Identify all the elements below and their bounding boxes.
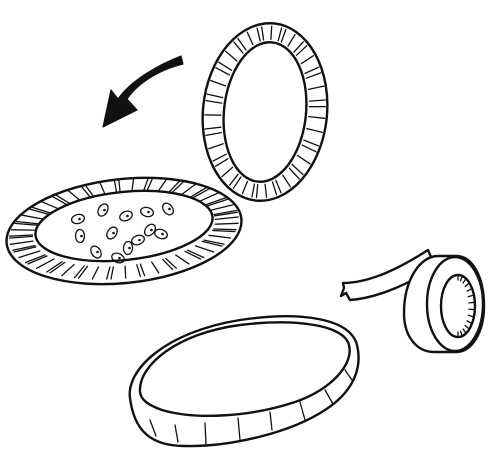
curved-arrow-icon: [103, 56, 183, 127]
ring-crease: [283, 175, 291, 187]
ring-crease: [257, 28, 260, 41]
plate-ridge: [42, 202, 59, 209]
ring-crease: [305, 67, 319, 73]
plate-ridge: [209, 235, 230, 238]
plate-ridge: [22, 215, 43, 219]
bean-spot: [126, 215, 129, 218]
ring-crease: [206, 133, 221, 136]
ring-crease: [252, 184, 254, 197]
ring-crease: [309, 100, 325, 101]
paper-ring: [194, 17, 336, 207]
bean-spot: [96, 251, 99, 254]
bean: [71, 213, 86, 225]
plate-ridge: [19, 251, 40, 258]
bean-spot: [112, 232, 115, 235]
plate-ridge: [181, 184, 195, 195]
ring-crease: [304, 140, 319, 146]
plate-ridge: [119, 180, 120, 192]
plate-ridge: [200, 193, 219, 201]
bean: [123, 241, 133, 254]
plate-ridge: [107, 267, 110, 279]
ring-crease: [207, 94, 223, 98]
plate-ridge: [69, 191, 80, 201]
plate-ridge: [214, 229, 236, 230]
ring-crease: [222, 167, 233, 176]
ring-crease: [278, 28, 281, 41]
covered-drum: [130, 316, 359, 446]
ring-crease: [205, 127, 221, 129]
ring-crease: [298, 155, 311, 164]
bean: [75, 229, 84, 242]
core-ridge: [469, 302, 475, 303]
plate-ridge: [125, 266, 126, 278]
ring-crease: [302, 145, 316, 152]
ring-crease: [276, 180, 281, 193]
ring-crease: [309, 117, 325, 119]
ring-crease: [216, 159, 229, 167]
plate-ridge: [132, 179, 134, 191]
ring-crease: [301, 56, 313, 64]
plate-ridge: [86, 186, 94, 197]
ring-crease: [213, 154, 226, 161]
ring-crease: [209, 144, 224, 149]
bean-spot: [138, 239, 141, 242]
masking-tape-roll: [341, 250, 484, 352]
plate-ridge: [115, 181, 117, 193]
bean: [130, 234, 145, 247]
bean: [110, 251, 126, 265]
ring-crease: [273, 182, 277, 195]
ring-crease: [211, 81, 226, 86]
bean: [118, 209, 133, 222]
ring-crease: [242, 182, 247, 194]
plate-ridge: [140, 264, 144, 276]
bean: [105, 225, 120, 241]
ring-crease: [216, 68, 230, 75]
ring-crease: [306, 73, 320, 78]
plate-ridge: [100, 183, 105, 194]
bean-spot: [150, 229, 153, 232]
ring-crease: [219, 62, 232, 70]
plate-ridge: [82, 187, 91, 198]
plate-ridge: [213, 231, 235, 232]
ring-crease: [206, 101, 222, 104]
ring-crease: [309, 86, 324, 89]
bean-spot: [80, 235, 83, 238]
plate-ridge: [111, 267, 113, 279]
ring-crease: [247, 32, 253, 44]
bean-spot: [161, 233, 164, 236]
plate-with-beans: [1, 167, 247, 295]
plate-ridge: [10, 241, 33, 244]
ring-crease: [226, 51, 237, 61]
plate-ridge: [152, 262, 159, 273]
plate-ridge: [176, 255, 189, 264]
plate-ridge: [37, 259, 54, 268]
bean-spot: [103, 209, 106, 212]
bean-spot: [118, 257, 121, 260]
plate-ridge: [137, 265, 141, 277]
ring-crease: [288, 35, 295, 46]
ring-crease: [271, 26, 272, 39]
bean: [96, 202, 110, 218]
bean-spot: [168, 208, 171, 211]
bean: [89, 244, 104, 260]
ring-crease: [307, 129, 323, 133]
plate-ridge: [158, 180, 166, 192]
core-ridge: [469, 309, 475, 310]
bean: [160, 201, 175, 217]
plate-ridge: [216, 217, 239, 219]
plate-ridge: [211, 205, 233, 210]
bean-spot: [128, 247, 131, 250]
plate-ridge: [196, 246, 214, 252]
plate-ridge: [62, 265, 74, 276]
plate-ridge: [92, 267, 98, 279]
ring-crease: [265, 184, 266, 197]
ring-crease: [262, 27, 264, 40]
bean: [140, 206, 155, 218]
ring-crease: [257, 185, 258, 198]
bean-spot: [147, 211, 150, 214]
plate-ridge: [215, 223, 238, 224]
bean-spot: [78, 218, 81, 221]
ring-crease: [281, 30, 286, 42]
